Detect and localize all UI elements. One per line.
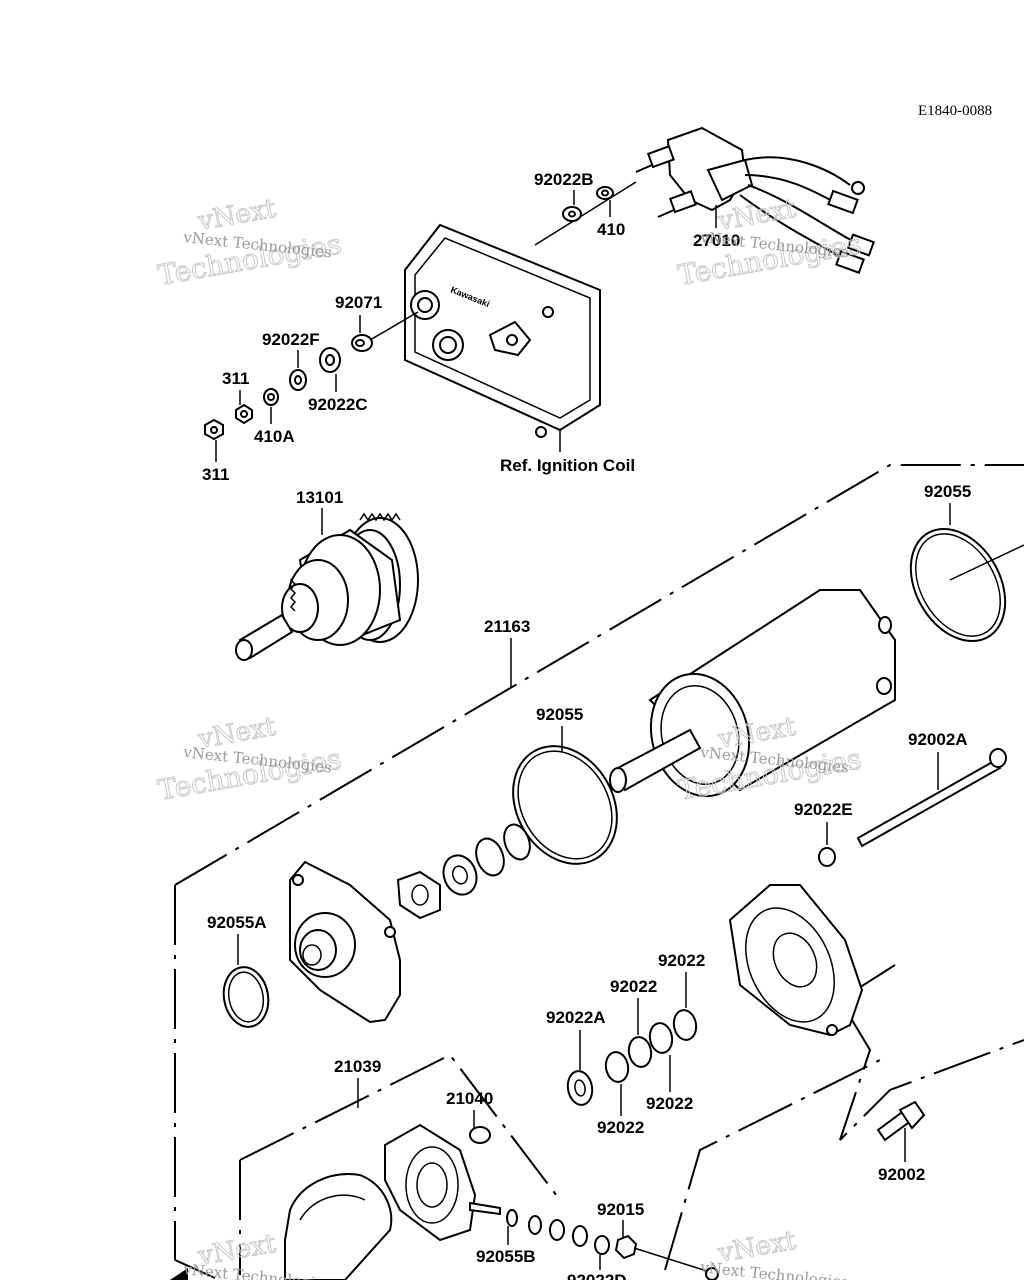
washer-small-2 bbox=[549, 1219, 565, 1241]
front-end-cover bbox=[289, 860, 401, 1024]
label-92022B: 92022B bbox=[534, 170, 594, 189]
watermark-mid-left: vNext Technologies vNext Technologies bbox=[155, 711, 344, 807]
brush-plate-clip bbox=[396, 870, 441, 920]
label-92055-lower: 92055 bbox=[536, 705, 583, 724]
label-21040: 21040 bbox=[446, 1089, 493, 1108]
starter-relay-27010 bbox=[635, 126, 876, 274]
label-ref-ignition-coil: Ref. Ignition Coil bbox=[500, 456, 635, 475]
bolt-92002A bbox=[856, 748, 1007, 848]
shim-3 bbox=[442, 854, 478, 896]
spring-21040 bbox=[469, 1126, 491, 1144]
ignition-coil-cover: Kawasaki bbox=[404, 223, 601, 438]
washer-92022-2 bbox=[627, 1036, 653, 1068]
nut-92022E bbox=[818, 847, 836, 867]
washer-92022A bbox=[566, 1070, 594, 1106]
label-92022-bottom-right: 92022 bbox=[646, 1094, 693, 1113]
terminal-bolt bbox=[469, 1201, 501, 1216]
label-21163: 21163 bbox=[484, 617, 530, 636]
washer-92022D bbox=[594, 1235, 610, 1255]
label-311-lower: 311 bbox=[202, 465, 229, 484]
label-92022-top-left: 92022 bbox=[610, 977, 657, 996]
label-92055-upper: 92055 bbox=[924, 482, 971, 501]
watermark-top-right: vNext Technologies vNext Technologies bbox=[675, 193, 864, 292]
label-92022F: 92022F bbox=[262, 330, 320, 349]
label-92022-bottom-left: 92022 bbox=[597, 1118, 644, 1137]
label-92022-top-right: 92022 bbox=[658, 951, 705, 970]
label-92022D: 92022D bbox=[567, 1271, 627, 1280]
label-92055A: 92055A bbox=[207, 913, 267, 932]
washer-small-3 bbox=[572, 1225, 588, 1247]
label-92022C: 92022C bbox=[308, 395, 368, 414]
label-92055B: 92055B bbox=[476, 1247, 536, 1266]
shim-2 bbox=[475, 837, 505, 877]
brush-housing bbox=[284, 1173, 393, 1280]
o-ring-92055-upper bbox=[909, 527, 1007, 643]
washer-small-1 bbox=[528, 1215, 542, 1235]
label-21039: 21039 bbox=[334, 1057, 381, 1076]
label-92022A: 92022A bbox=[546, 1008, 606, 1027]
svg-text:vNext Technologies: vNext Technologies bbox=[699, 1258, 850, 1280]
shim-1 bbox=[503, 823, 531, 861]
washer-92055B bbox=[506, 1209, 518, 1227]
label-92015: 92015 bbox=[597, 1200, 644, 1219]
label-410A: 410A bbox=[254, 427, 295, 446]
starter-motor-yoke bbox=[609, 589, 896, 798]
label-13101: 13101 bbox=[296, 488, 343, 507]
watermark-bottom-right: vNext vNext Technologies bbox=[699, 1225, 850, 1280]
washer-92022-1 bbox=[604, 1051, 630, 1083]
watermark-top-left: vNext Technologies vNext Technologies bbox=[155, 193, 344, 292]
label-410: 410 bbox=[597, 220, 625, 239]
watermark-mid-right: vNext Technologies vNext Technologies bbox=[675, 711, 864, 807]
starter-clutch-13101 bbox=[235, 512, 419, 661]
nut-92015 bbox=[614, 1234, 638, 1260]
corner-marker bbox=[170, 1268, 188, 1280]
label-92002A: 92002A bbox=[908, 730, 968, 749]
washer-92022-4 bbox=[672, 1009, 698, 1041]
o-ring-92055-lower bbox=[512, 745, 618, 865]
washer-92022-3 bbox=[648, 1022, 674, 1054]
rear-end-cover bbox=[728, 884, 864, 1037]
bolt-92002 bbox=[876, 1100, 926, 1142]
label-92022E: 92022E bbox=[794, 800, 853, 819]
label-92002: 92002 bbox=[878, 1165, 925, 1184]
label-311-upper: 311 bbox=[222, 369, 249, 388]
assembly-outline-21039 bbox=[239, 1053, 561, 1275]
diagram-code: E1840-0088 bbox=[918, 103, 992, 119]
brush-holder bbox=[384, 1123, 477, 1242]
o-ring-92055A bbox=[222, 966, 270, 1028]
label-27010: 27010 bbox=[693, 231, 740, 250]
label-92071: 92071 bbox=[335, 293, 382, 312]
